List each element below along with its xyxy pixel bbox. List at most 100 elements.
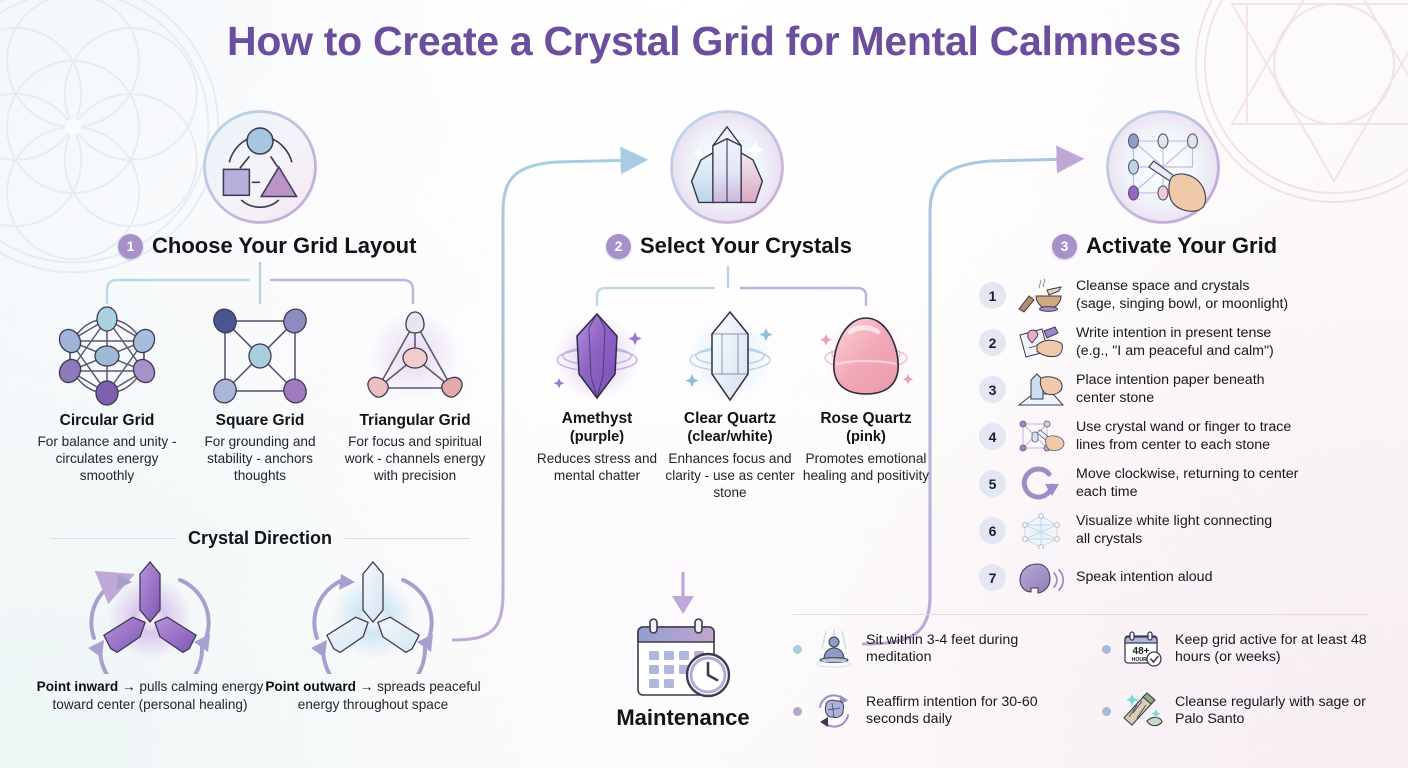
grid-shapes-icon xyxy=(203,110,317,224)
crystal-desc: Promotes emotional healing and positivit… xyxy=(802,451,930,483)
direction-bold: Point outward → xyxy=(265,679,378,694)
inward-crystals-icon xyxy=(88,560,211,674)
outward-crystals-icon xyxy=(311,560,434,674)
crystal-direction-text: Point outward → spreads peaceful energy … xyxy=(255,678,491,713)
sage-bundle-icon xyxy=(1120,690,1166,732)
page-title: How to Create a Crystal Grid for Mental … xyxy=(227,18,1181,64)
crystal-direction-text: Point inward → pulls calming energy towa… xyxy=(32,678,268,713)
maintenance-tip-text: Keep grid active for at least 48 hours (… xyxy=(1175,631,1367,665)
triangular-grid-icon xyxy=(367,310,463,402)
section-number-badge: 1 xyxy=(118,233,143,259)
bullet-dot-icon xyxy=(793,706,802,716)
activation-step[interactable]: 7 Speak intention aloud xyxy=(979,554,1399,601)
step-number: 6 xyxy=(979,517,1006,544)
section-header-2: 2 Select Your Crystals xyxy=(606,233,852,259)
circular-grid-icon xyxy=(58,306,156,406)
step-number: 4 xyxy=(979,423,1006,450)
step-text: Move clockwise, returning to center each… xyxy=(1076,466,1299,500)
speaking-head-icon xyxy=(1015,558,1067,598)
step-text: Visualize white light connecting all cry… xyxy=(1076,513,1273,547)
crystal-color-label: (pink) xyxy=(846,429,886,445)
step-number: 3 xyxy=(979,376,1006,403)
maintenance-tip[interactable]: Cleanse regularly with sage or Palo Sant… xyxy=(1102,690,1392,732)
maintenance-label: Maintenance xyxy=(616,705,750,730)
step-text: Cleanse space and crystals (sage, singin… xyxy=(1076,278,1289,312)
square-grid-icon xyxy=(213,308,307,404)
divider-right xyxy=(344,538,471,539)
badge-number: 48+ xyxy=(1133,646,1150,657)
section-title: Select Your Crystals xyxy=(640,233,852,258)
sage-bowl-icon xyxy=(1015,276,1067,316)
wand-trace-icon xyxy=(1015,417,1067,457)
crystal-name: Amethyst xyxy=(561,410,633,427)
step-number: 5 xyxy=(979,470,1006,497)
crystal-name: Rose Quartz xyxy=(820,410,912,427)
grid-layout-desc: For grounding and stability - anchors th… xyxy=(204,434,316,483)
grid-layout-name: Triangular Grid xyxy=(359,412,471,429)
section-header-1: 1 Choose Your Grid Layout xyxy=(118,233,416,259)
grid-layout-option-triangular[interactable]: Triangular Grid For focus and spiritual … xyxy=(340,306,490,484)
section-header-3: 3 Activate Your Grid xyxy=(1052,233,1277,259)
crystal-direction-heading: Crystal Direction xyxy=(50,528,471,549)
direction-rest: spreads peaceful energy throughout space xyxy=(297,679,481,712)
section-number-badge: 2 xyxy=(606,233,631,259)
grid-layout-option-square[interactable]: Square Grid For grounding and stability … xyxy=(185,306,335,484)
grid-layout-name: Square Grid xyxy=(215,412,305,429)
step-text: Place intention paper beneath center sto… xyxy=(1076,372,1265,406)
activation-step[interactable]: 4 Use crystal wand or finger to trace li xyxy=(979,413,1399,460)
crystal-on-paper-icon xyxy=(1015,370,1067,410)
step-number: 1 xyxy=(979,282,1006,309)
light-network-icon xyxy=(1015,511,1067,551)
grid-layout-desc: For focus and spiritual work - channels … xyxy=(344,434,486,483)
activation-step[interactable]: 1 Cleanse space and crystals (sage, sing… xyxy=(979,272,1399,319)
crystal-desc: Enhances focus and clarity - use as cent… xyxy=(665,451,795,500)
section-title: Choose Your Grid Layout xyxy=(152,233,417,258)
activation-step[interactable]: 3 Place intention paper beneath center s… xyxy=(979,366,1399,413)
maintenance-tip-text: Cleanse regularly with sage or Palo Sant… xyxy=(1175,693,1366,727)
clockwise-arrow-icon xyxy=(1015,464,1067,504)
divider-left xyxy=(50,538,176,539)
crystal-name: Clear Quartz xyxy=(683,410,777,427)
bullet-dot-icon xyxy=(1102,706,1111,716)
crystal-card-amethyst[interactable]: Amethyst (purple) Reduces stress and men… xyxy=(527,306,667,484)
calendar-clock-icon xyxy=(637,618,731,698)
crystal-direction-inward[interactable]: Point inward → pulls calming energy towa… xyxy=(32,552,268,713)
maintenance-tip[interactable]: 48+ HOURS Keep grid active for at least … xyxy=(1102,628,1392,670)
activation-steps-list: 1 Cleanse space and crystals (sage, sing… xyxy=(979,272,1399,601)
crystal-cluster-icon xyxy=(670,110,784,224)
meditating-person-icon xyxy=(811,628,857,670)
crystal-color-label: (clear/white) xyxy=(687,429,773,445)
crystal-direction-outward[interactable]: Point outward → spreads peaceful energy … xyxy=(255,552,491,713)
grid-layout-option-circular[interactable]: Circular Grid For balance and unity - ci… xyxy=(32,306,182,484)
crystal-card-clear-quartz[interactable]: Clear Quartz (clear/white) Enhances focu… xyxy=(660,306,800,501)
bullet-dot-icon xyxy=(793,644,802,654)
clear-quartz-icon xyxy=(685,310,773,402)
activation-step[interactable]: 6 Visualize white light connect xyxy=(979,507,1399,554)
activation-step[interactable]: 5 Move clockwise, returning to center ea… xyxy=(979,460,1399,507)
maintenance-tip[interactable]: Sit within 3-4 feet during meditation xyxy=(793,628,1073,670)
step-text: Write intention in present tense (e.g., … xyxy=(1076,325,1274,359)
writing-hand-icon xyxy=(1015,323,1067,363)
direction-bold: Point inward → xyxy=(36,679,140,694)
maintenance-divider xyxy=(793,614,1368,615)
badge-unit: HOURS xyxy=(1132,657,1151,663)
maintenance-tip[interactable]: Reaffirm intention for 30-60 seconds dai… xyxy=(793,690,1083,732)
step-text: Speak intention aloud xyxy=(1076,568,1213,585)
brain-cycle-icon xyxy=(811,690,857,732)
crystal-card-rose-quartz[interactable]: Rose Quartz (pink) Promotes emotional he… xyxy=(794,306,938,484)
maintenance-tip-text: Sit within 3-4 feet during meditation xyxy=(866,631,1019,665)
rose-quartz-icon xyxy=(820,316,914,400)
section-number-badge: 3 xyxy=(1052,233,1077,259)
step-text: Use crystal wand or finger to trace line… xyxy=(1076,419,1292,453)
bullet-dot-icon xyxy=(1102,644,1111,654)
hand-wand-grid-icon xyxy=(1106,110,1220,224)
step-number: 7 xyxy=(979,564,1006,591)
crystal-color-label: (purple) xyxy=(569,429,625,445)
section-title: Activate Your Grid xyxy=(1086,233,1278,258)
amethyst-icon xyxy=(553,312,642,401)
activation-step[interactable]: 2 Write intention in present tense (e.g.… xyxy=(979,319,1399,366)
grid-layout-desc: For balance and unity - circulates energ… xyxy=(37,434,177,483)
grid-layout-name: Circular Grid xyxy=(59,412,155,429)
calendar-48-hours-icon: 48+ HOURS xyxy=(1120,628,1166,670)
